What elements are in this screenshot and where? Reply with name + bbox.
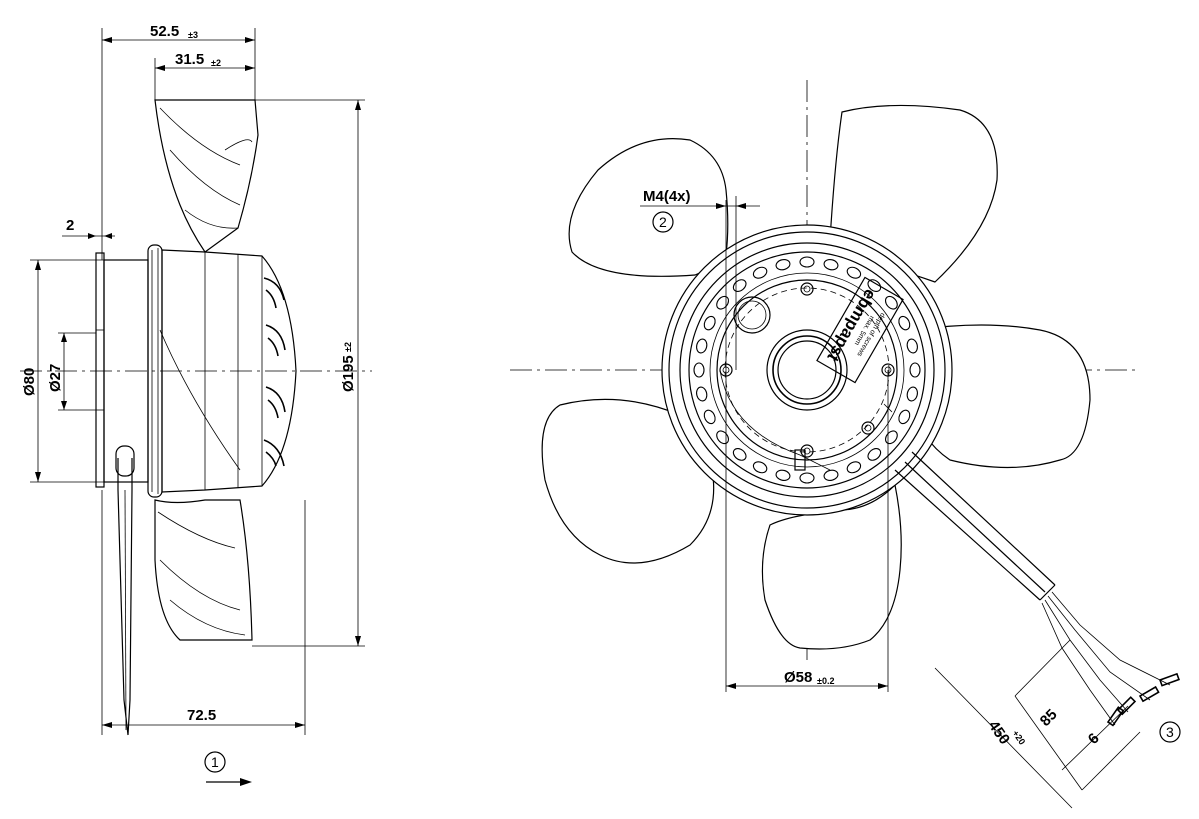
hub-ring: [668, 231, 946, 509]
dim-lead-length-tol: +20: [1010, 728, 1027, 746]
dim-strip-length: 85: [1037, 706, 1061, 730]
lower-blade: [154, 499, 253, 641]
dim-diameter: Ø195: [340, 355, 357, 392]
shaft-inner: [777, 340, 837, 400]
fan-blade: [829, 104, 998, 283]
cooling-slot: [696, 338, 708, 354]
bolt-circle: [724, 287, 890, 453]
dim-hub-depth-tol: ±2: [211, 58, 221, 68]
callout-airflow: 1: [211, 754, 219, 770]
cable-inner-path: [719, 369, 831, 471]
cooling-slot: [867, 279, 882, 293]
lower-blade-fold: [157, 511, 246, 636]
hub-outer-ring: [661, 224, 953, 516]
cooling-slot: [909, 362, 921, 378]
dim-cable-length: 72.5: [187, 707, 216, 724]
hub-slots: [263, 277, 286, 467]
cooling-slot: [884, 295, 898, 310]
cooling-slot: [732, 279, 747, 293]
cooling-slot: [799, 472, 815, 484]
hub-ring: [679, 242, 935, 498]
fan-blades: [541, 104, 1091, 650]
cooling-slot: [823, 469, 839, 481]
cable-grommet: [115, 445, 135, 477]
cooling-slot: [752, 461, 768, 474]
thread-label: M4(4x): [643, 188, 691, 205]
hub-ring: [709, 272, 905, 468]
front-cable: [894, 451, 1180, 727]
dim-diameter-tol: ±2: [343, 342, 353, 352]
cooling-slot: [906, 338, 918, 354]
flange-plate: [95, 252, 105, 488]
dim-d80: Ø80: [21, 368, 38, 396]
dim-bolt-circle: Ø58: [784, 669, 812, 686]
cooling-slot: [898, 315, 911, 331]
cooling-slot: [703, 315, 716, 331]
cooling-slot: [906, 386, 918, 402]
dim-hub-depth: 31.5: [175, 51, 204, 68]
cable-clip: [794, 449, 806, 471]
cooling-slot: [775, 259, 791, 271]
cooling-slot: [716, 430, 730, 445]
side-view: 52.5 ±3 31.5 ±2 2 Ø80 Ø27 Ø195 ±2 72.5 1: [20, 23, 372, 786]
cooling-slot: [693, 362, 705, 378]
fan-blade: [541, 398, 715, 564]
rotor-hub: [161, 249, 297, 493]
shaft-ring: [772, 335, 842, 405]
motor-plate: [716, 279, 898, 461]
blade-strut: [159, 329, 241, 471]
dim-d27: Ø27: [47, 364, 64, 392]
cooling-slot: [867, 447, 882, 461]
cooling-slot: [716, 295, 730, 310]
cooling-slot: [898, 409, 911, 425]
side-dimensions: [30, 28, 365, 786]
dim-bolt-circle-tol: ±0.2: [817, 676, 834, 686]
shaft-outer: [766, 329, 848, 411]
cooling-slot: [696, 386, 708, 402]
cooling-slot: [884, 430, 898, 445]
cable-core: [124, 489, 127, 731]
cooling-slot: [703, 409, 716, 425]
cable-gland-hole: [733, 296, 771, 334]
front-view: ebmpapst depth of screws max. 5mm: [510, 80, 1181, 809]
cable-gland-hole-inner: [737, 300, 767, 330]
front-dimensions: [640, 196, 1181, 809]
callout-thread: 2: [659, 214, 667, 230]
cooling-slots: [693, 256, 921, 484]
cooling-slot: [732, 447, 747, 461]
fan-blade: [568, 138, 729, 277]
dim-overall-depth: 52.5: [150, 23, 179, 40]
cooling-slot: [823, 259, 839, 271]
cooling-slot: [846, 266, 862, 279]
dim-flange: 2: [66, 217, 74, 234]
upper-blade-fold: [159, 107, 253, 229]
fan-blade: [909, 324, 1091, 469]
callout-leads: 3: [1166, 724, 1174, 740]
hub-ring: [688, 251, 926, 489]
cooling-slot: [775, 469, 791, 481]
upper-blade: [154, 99, 259, 253]
dim-overall-depth-tol: ±3: [188, 30, 198, 40]
cooling-slot: [752, 266, 768, 279]
cooling-slot: [799, 256, 815, 268]
cooling-slot: [846, 461, 862, 474]
